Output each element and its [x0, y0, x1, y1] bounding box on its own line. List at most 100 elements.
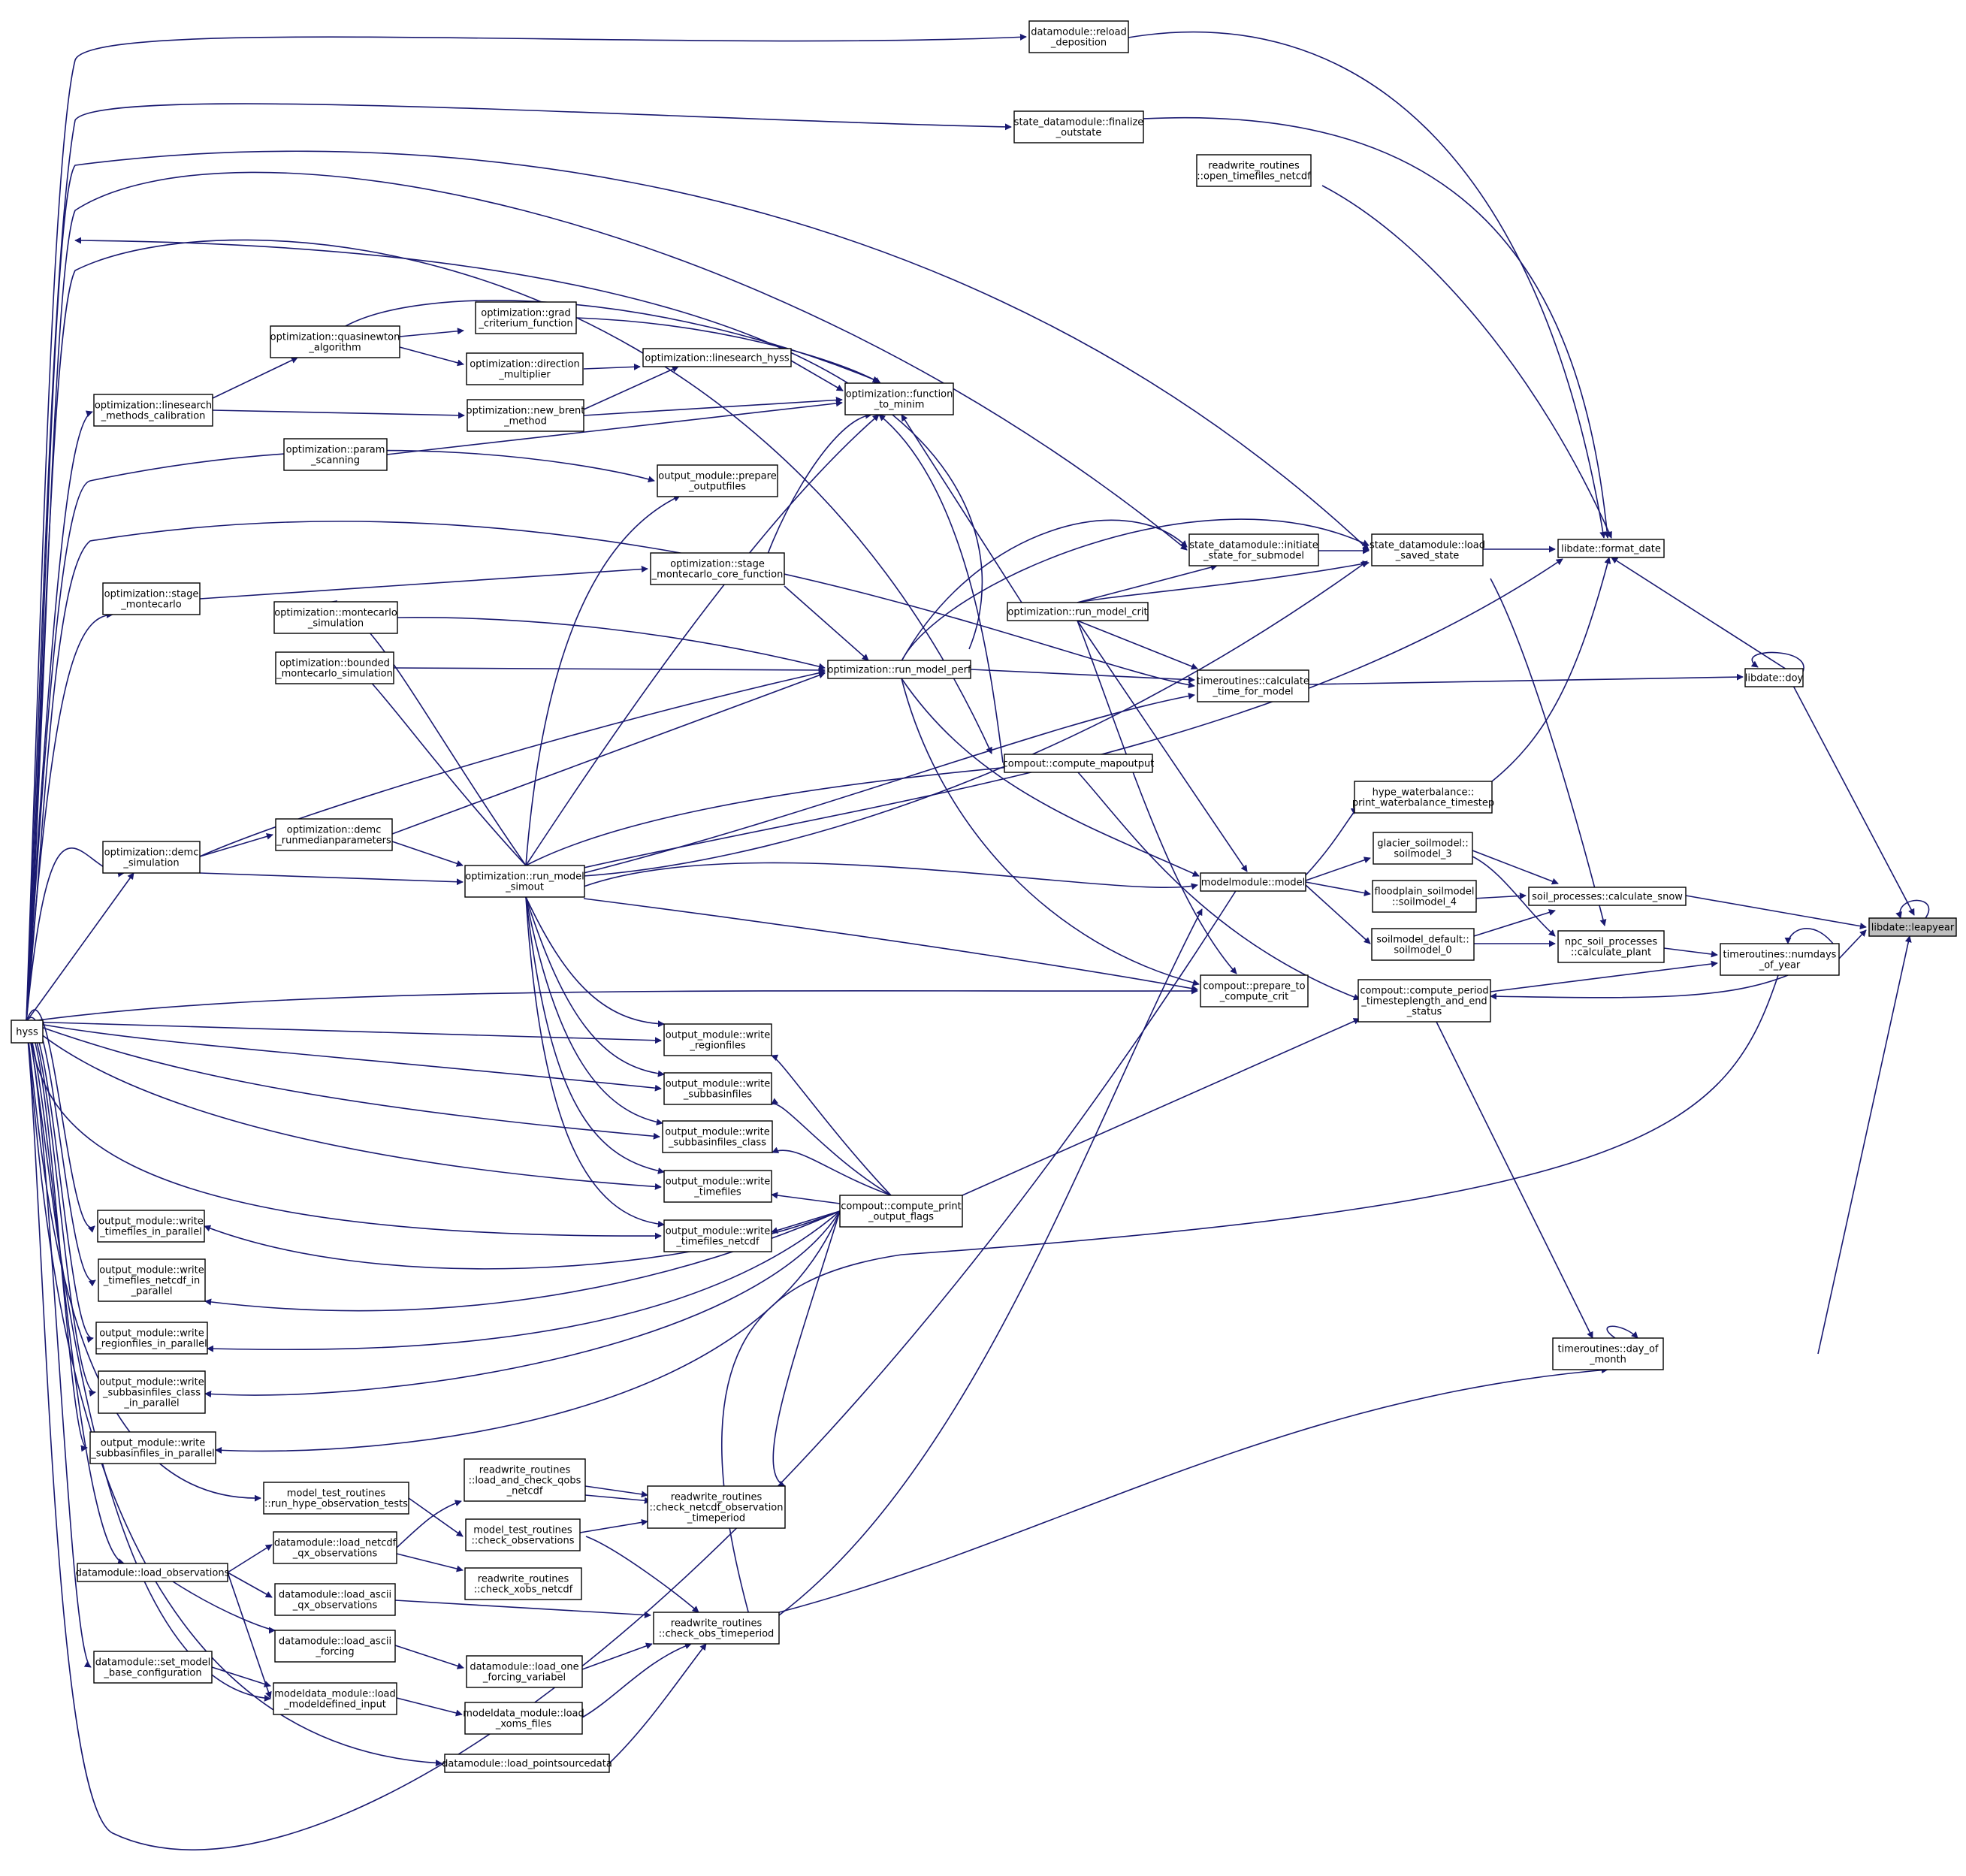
node-check-observations[interactable]: model_test_routines::check_observations [465, 1518, 581, 1551]
node-box [273, 1531, 397, 1564]
call-edge-69 [1077, 620, 1198, 670]
node-demc-runmedian[interactable]: optimization::demc_runmedianparameters [275, 818, 393, 851]
call-edge-36 [790, 360, 844, 391]
node-check-obs-timeperiod[interactable]: readwrite_routines::check_obs_timeperiod [653, 1612, 780, 1645]
call-edge-58 [901, 519, 1188, 662]
node-load-pointsourcedata[interactable]: datamodule::load_pointsourcedata [442, 1754, 612, 1773]
node-check-netcdf-observation-timeperiod[interactable]: readwrite_routines::check_netcdf_observa… [647, 1485, 786, 1529]
node-label: _multiplier [498, 370, 551, 381]
node-function-to-minim[interactable]: optimization::function_to_minim [844, 382, 954, 415]
node-soilmodel-default-0[interactable]: soilmodel_default::soilmodel_0 [1371, 928, 1475, 961]
edge-layer [26, 31, 1930, 1850]
node-label: libdate::leapyear [1871, 923, 1955, 934]
node-stage-montecarlo[interactable]: optimization::stage_montecarlo [102, 582, 201, 615]
node-load-netcdf-qx-observations[interactable]: datamodule::load_netcdf_qx_observations [273, 1531, 397, 1564]
node-write-timefiles[interactable]: output_module::write_timefiles [663, 1170, 772, 1203]
node-calculate-plant[interactable]: npc_soil_processes::calculate_plant [1557, 930, 1665, 963]
node-calculate-snow[interactable]: soil_processes::calculate_snow [1528, 887, 1687, 906]
node-check-xobs-netcdf[interactable]: readwrite_routines::check_xobs_netcdf [464, 1567, 582, 1600]
node-floodplain-soilmodel-4[interactable]: floodplain_soilmodel::soilmodel_4 [1372, 880, 1477, 913]
node-box [1357, 979, 1491, 1023]
node-direction-multiplier[interactable]: optimization::direction_multiplier [466, 352, 584, 385]
node-label: ::check_observations [472, 1536, 575, 1547]
node-compute-period[interactable]: compout::compute_period_timesteplength_a… [1357, 979, 1491, 1023]
node-load-saved-state[interactable]: state_datamodule::load_saved_state [1370, 533, 1485, 566]
node-quasinewton[interactable]: optimization::quasinewton_algorithm [270, 325, 400, 358]
node-label: optimization::run_model_crit [1007, 607, 1147, 618]
node-demc-simulation[interactable]: optimization::demc_simulation [102, 841, 201, 874]
call-edge-137 [584, 1494, 651, 1504]
node-grad-criterium[interactable]: optimization::grad_criterium_function [475, 301, 577, 334]
node-leapyear[interactable]: libdate::leapyear [1868, 917, 1957, 937]
node-finalize-outstate[interactable]: state_datamodule::finalize_outstate [1013, 110, 1144, 143]
node-load-xoms-files[interactable]: modeldata_module::load_xoms_files [463, 1702, 584, 1735]
node-compute-print-output-flags[interactable]: compout::compute_print_output_flags [839, 1195, 963, 1228]
node-prepare-to-compute-crit[interactable]: compout::prepare_to_compute_crit [1200, 974, 1309, 1007]
node-load-observations[interactable]: datamodule::load_observations [76, 1563, 230, 1582]
node-label: modelmodule::model [1201, 878, 1305, 889]
node-write-regionfiles[interactable]: output_module::write_regionfiles [663, 1023, 772, 1056]
node-label: timeroutines::day_of [1557, 1344, 1658, 1355]
node-hyss[interactable]: hyss [11, 1020, 44, 1044]
call-edge-135 [609, 1643, 707, 1764]
node-box [839, 1195, 963, 1228]
node-bounded-montecarlo[interactable]: optimization::bounded_montecarlo_simulat… [275, 651, 394, 684]
node-write-timefiles-in-parallel[interactable]: output_module::write_timefiles_in_parall… [97, 1210, 205, 1243]
node-linesearch-hyss[interactable]: optimization::linesearch_hyss [642, 348, 792, 367]
node-day-of-month[interactable]: timeroutines::day_of_month [1552, 1337, 1664, 1370]
node-load-and-check-qobs-netcdf[interactable]: readwrite_routines::load_and_check_qobs_… [464, 1458, 586, 1502]
call-edge-29 [212, 409, 465, 419]
node-modelmodule-model[interactable]: modelmodule::model [1200, 872, 1306, 892]
call-edge-139 [778, 1367, 1608, 1613]
node-write-regionfiles-in-parallel[interactable]: output_module::write_regionfiles_in_para… [95, 1322, 208, 1355]
node-box [275, 651, 394, 684]
node-numdays-of-year[interactable]: timeroutines::numdays_of_year [1720, 943, 1840, 976]
node-box [444, 1754, 610, 1773]
node-format-date[interactable]: libdate::format_date [1557, 539, 1665, 558]
node-write-timefiles-netcdf-in-parallel[interactable]: output_module::write_timefiles_netcdf_in… [98, 1258, 206, 1302]
node-load-one-forcing-variabel[interactable]: datamodule::load_one_forcing_variabel [466, 1655, 583, 1688]
node-stage-montecarlo-core[interactable]: optimization::stage_montecarlo_core_func… [650, 552, 785, 585]
call-edge-140 [778, 908, 1203, 1616]
node-reload-deposition[interactable]: datamodule::reload_deposition [1028, 20, 1129, 53]
node-doy[interactable]: libdate::doy [1744, 668, 1804, 687]
node-load-modeldefined-input[interactable]: modeldata_module::load_modeldefined_inpu… [273, 1682, 397, 1715]
node-linesearch-methods-calibration[interactable]: optimization::linesearch_methods_calibra… [93, 394, 213, 427]
call-edge-42 [393, 666, 826, 674]
node-glacier-soilmodel-3[interactable]: glacier_soilmodel::soilmodel_3 [1373, 832, 1473, 865]
node-initiate-state[interactable]: state_datamodule::initiate_state_for_sub… [1188, 533, 1319, 566]
node-run-hype-observation-tests[interactable]: model_test_routines::run_hype_observatio… [263, 1482, 409, 1515]
node-set-model-base-configuration[interactable]: datamodule::set_model_base_configuration [93, 1651, 213, 1684]
node-compute-mapoutput[interactable]: compout::compute_mapoutput [1003, 754, 1155, 773]
node-new-brent[interactable]: optimization::new_brent_method [467, 399, 585, 432]
call-edge-95 [1895, 899, 1930, 922]
node-calculate-time-for-model[interactable]: timeroutines::calculate_time_for_model [1197, 669, 1309, 702]
node-box [464, 865, 585, 898]
node-write-subbasinfiles-class[interactable]: output_module::write_subbasinfiles_class [662, 1120, 773, 1153]
node-box [1557, 930, 1665, 963]
node-label: _regionfiles [689, 1041, 745, 1052]
node-prepare-outputfiles[interactable]: output_module::prepare_outputfiles [657, 464, 778, 497]
node-label: _qx_observations [292, 1548, 378, 1560]
node-label: optimization::bounded [279, 658, 390, 669]
node-run-model-simout[interactable]: optimization::run_model_simout [464, 865, 585, 898]
node-load-ascii-qx-observations[interactable]: datamodule::load_ascii_qx_observations [274, 1583, 396, 1616]
node-write-subbasinfiles[interactable]: output_module::write_subbasinfiles [663, 1072, 772, 1105]
node-label: _subbasinfiles_in_parallel [90, 1449, 214, 1460]
node-open-timefiles-netcdf[interactable]: readwrite_routines::open_timefiles_netcd… [1196, 154, 1312, 187]
node-print-waterbalance[interactable]: hype_waterbalance::print_waterbalance_ti… [1352, 781, 1494, 814]
node-write-subbasinfiles-class-in-parallel[interactable]: output_module::write_subbasinfiles_class… [98, 1370, 206, 1414]
node-label: output_module::write [99, 1328, 204, 1340]
node-write-subbasinfiles-in-parallel[interactable]: output_module::write_subbasinfiles_in_pa… [89, 1431, 216, 1464]
node-run-model-perf[interactable]: optimization::run_model_perf [827, 660, 971, 679]
call-edge-80 [1077, 772, 1360, 1001]
node-run-model-crit[interactable]: optimization::run_model_crit [1007, 602, 1149, 621]
node-write-timefiles-netcdf[interactable]: output_module::write_timefiles_netcdf [663, 1219, 772, 1252]
node-load-ascii-forcing[interactable]: datamodule::load_ascii_forcing [274, 1630, 396, 1663]
node-label: _methods_calibration [101, 411, 206, 422]
node-param-scanning[interactable]: optimization::param_scanning [283, 438, 388, 471]
node-label: optimization::run_model [465, 872, 584, 883]
node-montecarlo-simulation[interactable]: optimization::montecarlo_simulation [273, 601, 398, 634]
node-label: _montecarlo_core_function [651, 569, 784, 581]
